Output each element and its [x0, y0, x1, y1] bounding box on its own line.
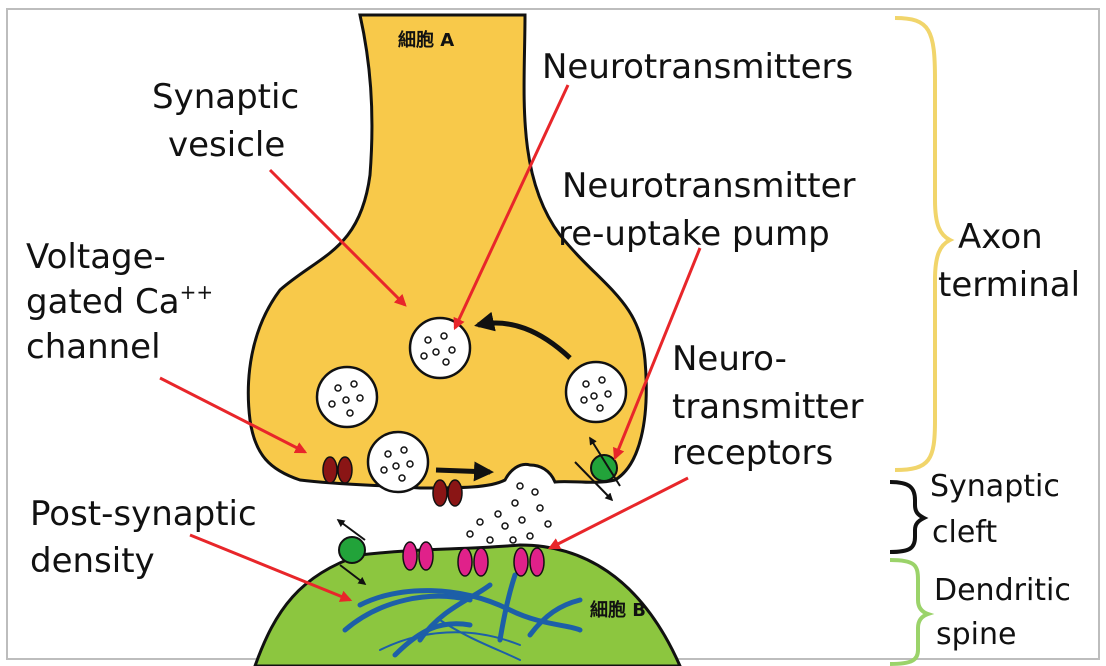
- synaptic-cleft-label-2: cleft: [932, 515, 997, 550]
- synaptic-vesicle-label-1: Synaptic: [152, 77, 299, 117]
- reuptake-pump-label-2: re-uptake pump: [558, 214, 830, 254]
- post-synaptic-label-2: density: [30, 541, 155, 581]
- synaptic-vesicle-label-2: vesicle: [168, 125, 285, 165]
- dendritic-spine-label-1: Dendritic: [934, 573, 1071, 608]
- dendritic-spine-label-2: spine: [936, 617, 1016, 652]
- receptors-label-3: receptors: [672, 433, 833, 473]
- vesicle: [410, 318, 470, 378]
- voltage-channel-label-2: gated Ca++: [26, 280, 213, 322]
- synaptic-cleft-label-1: Synaptic: [930, 469, 1060, 504]
- vesicle: [566, 362, 626, 422]
- receptors-label-2: transmitter: [672, 387, 864, 427]
- dendritic-spine-brace: [890, 560, 928, 664]
- vesicle: [368, 432, 428, 492]
- voltage-channel-label-1: Voltage-: [26, 237, 166, 277]
- axon-terminal-brace: [895, 18, 950, 470]
- receptors-label-1: Neuro-: [672, 339, 787, 379]
- released-neurotransmitters: [467, 483, 551, 543]
- axon-terminal-label-2: terminal: [938, 265, 1080, 305]
- cell-a-label: 細胞 A: [398, 29, 454, 51]
- cell-b-label: 細胞 B: [590, 599, 646, 621]
- synaptic-cleft-brace: [890, 482, 924, 552]
- axon-terminal-label-1: Axon: [958, 217, 1043, 257]
- voltage-channel-label-3: channel: [26, 327, 161, 367]
- post-synaptic-label-1: Post-synaptic: [30, 494, 257, 534]
- neurotransmitters-label: Neurotransmitters: [542, 47, 853, 87]
- reuptake-pump-label-1: Neurotransmitter: [562, 166, 855, 206]
- vesicle: [317, 367, 377, 427]
